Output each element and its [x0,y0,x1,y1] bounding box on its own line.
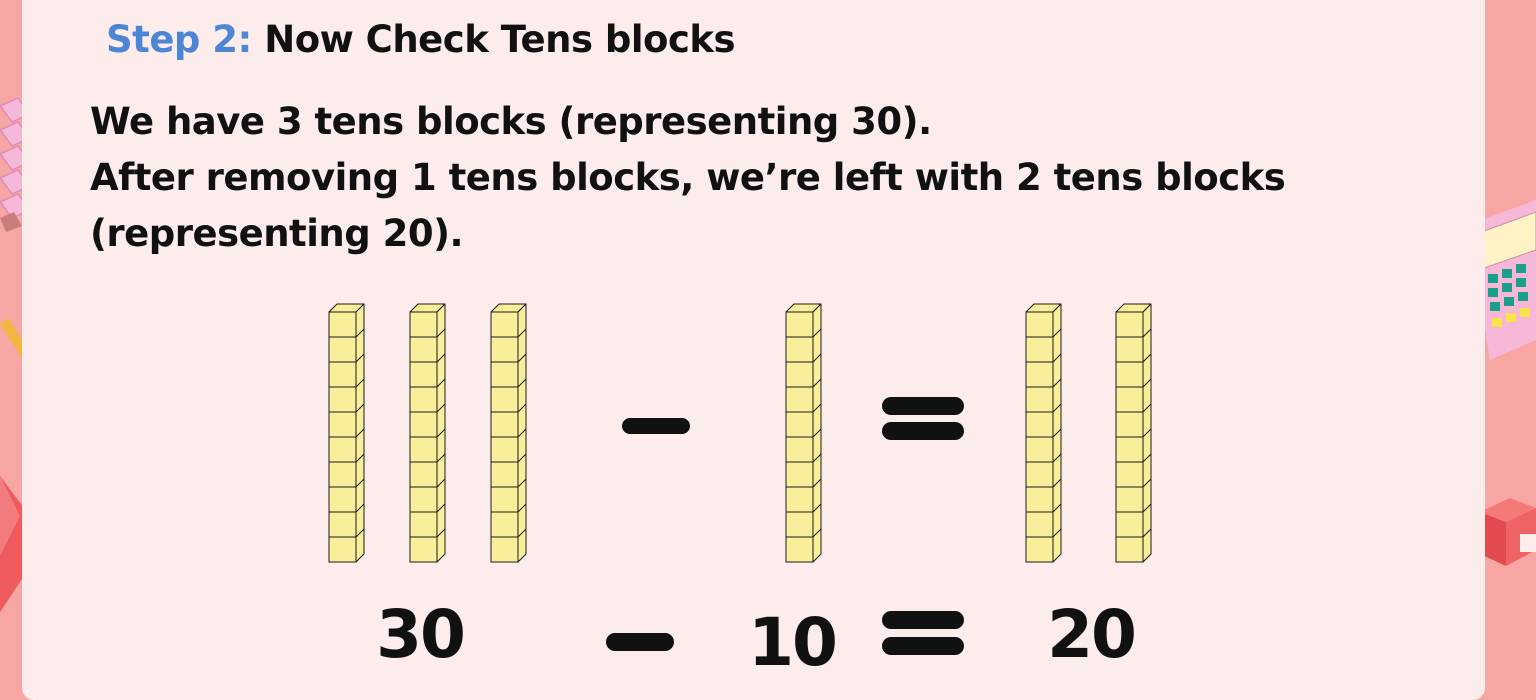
unit-cube [1025,511,1054,538]
unit-cube [409,311,438,338]
unit-cube [409,536,438,563]
unit-cube [1025,536,1054,563]
unit-cube [490,436,519,463]
unit-cube [1115,536,1144,563]
unit-cube [1115,336,1144,363]
unit-cube [1115,386,1144,413]
result-value: 20 [1047,596,1137,673]
unit-cube [1115,511,1144,538]
unit-cube [1025,436,1054,463]
tens-rod-start [490,303,527,563]
tens-rod-removed [785,303,822,563]
unit-cube [490,411,519,438]
explanation-line-2: After removing 1 tens blocks, we’re left… [90,156,1286,199]
equals-sign-numbers [882,611,964,655]
unit-cube [1025,461,1054,488]
unit-cube [409,461,438,488]
unit-cube [490,336,519,363]
unit-cube [490,486,519,513]
unit-cube [490,536,519,563]
step-title-text: Now Check Tens blocks [264,18,736,61]
unit-cube [328,336,357,363]
unit-cube [785,411,814,438]
unit-cube [328,411,357,438]
unit-cube [785,361,814,388]
unit-cube [328,536,357,563]
unit-cube [328,436,357,463]
unit-cube [409,486,438,513]
step-heading: Step 2: Now Check Tens blocks [106,18,736,61]
unit-cube [1115,311,1144,338]
removed-value: 10 [748,604,838,681]
unit-cube [328,386,357,413]
red-cube-icon [1480,498,1536,566]
rod-layer [328,303,1152,563]
unit-cube [409,386,438,413]
unit-cube [328,311,357,338]
unit-cube [1115,461,1144,488]
unit-cube [490,311,519,338]
minus-sign-numbers [606,633,674,651]
calculator-icon [1468,200,1536,360]
unit-cube [1025,486,1054,513]
unit-cube [1025,336,1054,363]
unit-cube [328,361,357,388]
explanation-line-3: (representing 20). [90,212,464,255]
unit-cube [785,511,814,538]
unit-cube [409,511,438,538]
lesson-card [22,0,1485,700]
step-label: Step 2: [106,18,252,61]
unit-cube [409,336,438,363]
unit-cube [490,361,519,388]
unit-cube [409,361,438,388]
unit-cube [1025,386,1054,413]
unit-cube [785,486,814,513]
start-value: 30 [376,596,466,673]
unit-cube [490,461,519,488]
unit-cube [409,411,438,438]
tens-rod-start [409,303,446,563]
unit-cube [1025,311,1054,338]
unit-cube [328,486,357,513]
equals-sign-blocks [882,397,964,440]
unit-cube [785,436,814,463]
unit-cube [1115,361,1144,388]
unit-cube [785,386,814,413]
tens-rod-result [1025,303,1062,563]
unit-cube [409,436,438,463]
minus-sign-blocks [622,418,690,434]
unit-cube [328,511,357,538]
unit-cube [1025,411,1054,438]
explanation-text: We have 3 tens blocks (representing 30).… [90,94,1330,262]
tens-rod-result [1115,303,1152,563]
unit-cube [490,386,519,413]
unit-cube [1115,436,1144,463]
unit-cube [328,461,357,488]
unit-cube [785,461,814,488]
unit-cube [490,511,519,538]
explanation-line-1: We have 3 tens blocks (representing 30). [90,100,932,143]
tens-rod-start [328,303,365,563]
unit-cube [1115,411,1144,438]
unit-cube [1025,361,1054,388]
unit-cube [785,336,814,363]
unit-cube [785,536,814,563]
unit-cube [785,311,814,338]
unit-cube [1115,486,1144,513]
